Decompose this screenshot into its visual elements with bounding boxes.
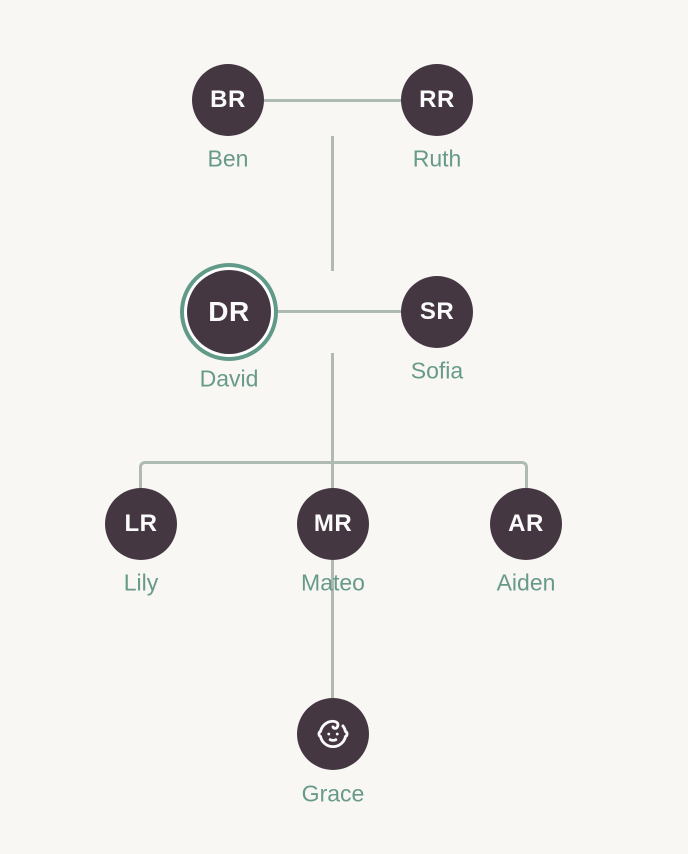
descent-line-mateo-grace: [331, 560, 334, 698]
person-node-mateo[interactable]: MR: [297, 488, 369, 560]
descent-line-gen2: [331, 353, 334, 488]
baby-icon: [317, 719, 349, 749]
person-node-ben[interactable]: BR: [192, 64, 264, 136]
person-name-mateo: Mateo: [301, 569, 365, 596]
person-node-grace[interactable]: [297, 698, 369, 770]
person-name-ruth: Ruth: [412, 145, 462, 172]
partner-line-ben-ruth: [228, 99, 437, 102]
person-node-aiden[interactable]: AR: [490, 488, 562, 560]
person-initials-lily: LR: [124, 510, 158, 537]
person-initials-mateo: MR: [313, 510, 353, 537]
sibling-branch-line: [139, 461, 528, 488]
person-node-lily[interactable]: LR: [105, 488, 177, 560]
person-name-lily: Lily: [123, 569, 159, 596]
partner-line-david-sofia: [229, 310, 437, 313]
person-node-sofia[interactable]: SR: [401, 276, 473, 348]
person-initials-ruth: RR: [419, 86, 455, 113]
descent-line-gen1: [331, 136, 334, 271]
person-initials-david: DR: [208, 296, 250, 327]
person-name-david: David: [199, 365, 259, 392]
person-node-david-selected[interactable]: DR: [187, 270, 271, 354]
person-initials-sofia: SR: [419, 298, 455, 325]
person-name-sofia: Sofia: [410, 357, 464, 384]
person-name-grace: Grace: [301, 780, 365, 807]
person-initials-aiden: AR: [508, 510, 544, 537]
person-name-ben: Ben: [207, 145, 249, 172]
person-node-ruth[interactable]: RR: [401, 64, 473, 136]
person-initials-ben: BR: [210, 86, 246, 113]
person-name-aiden: Aiden: [496, 569, 556, 596]
